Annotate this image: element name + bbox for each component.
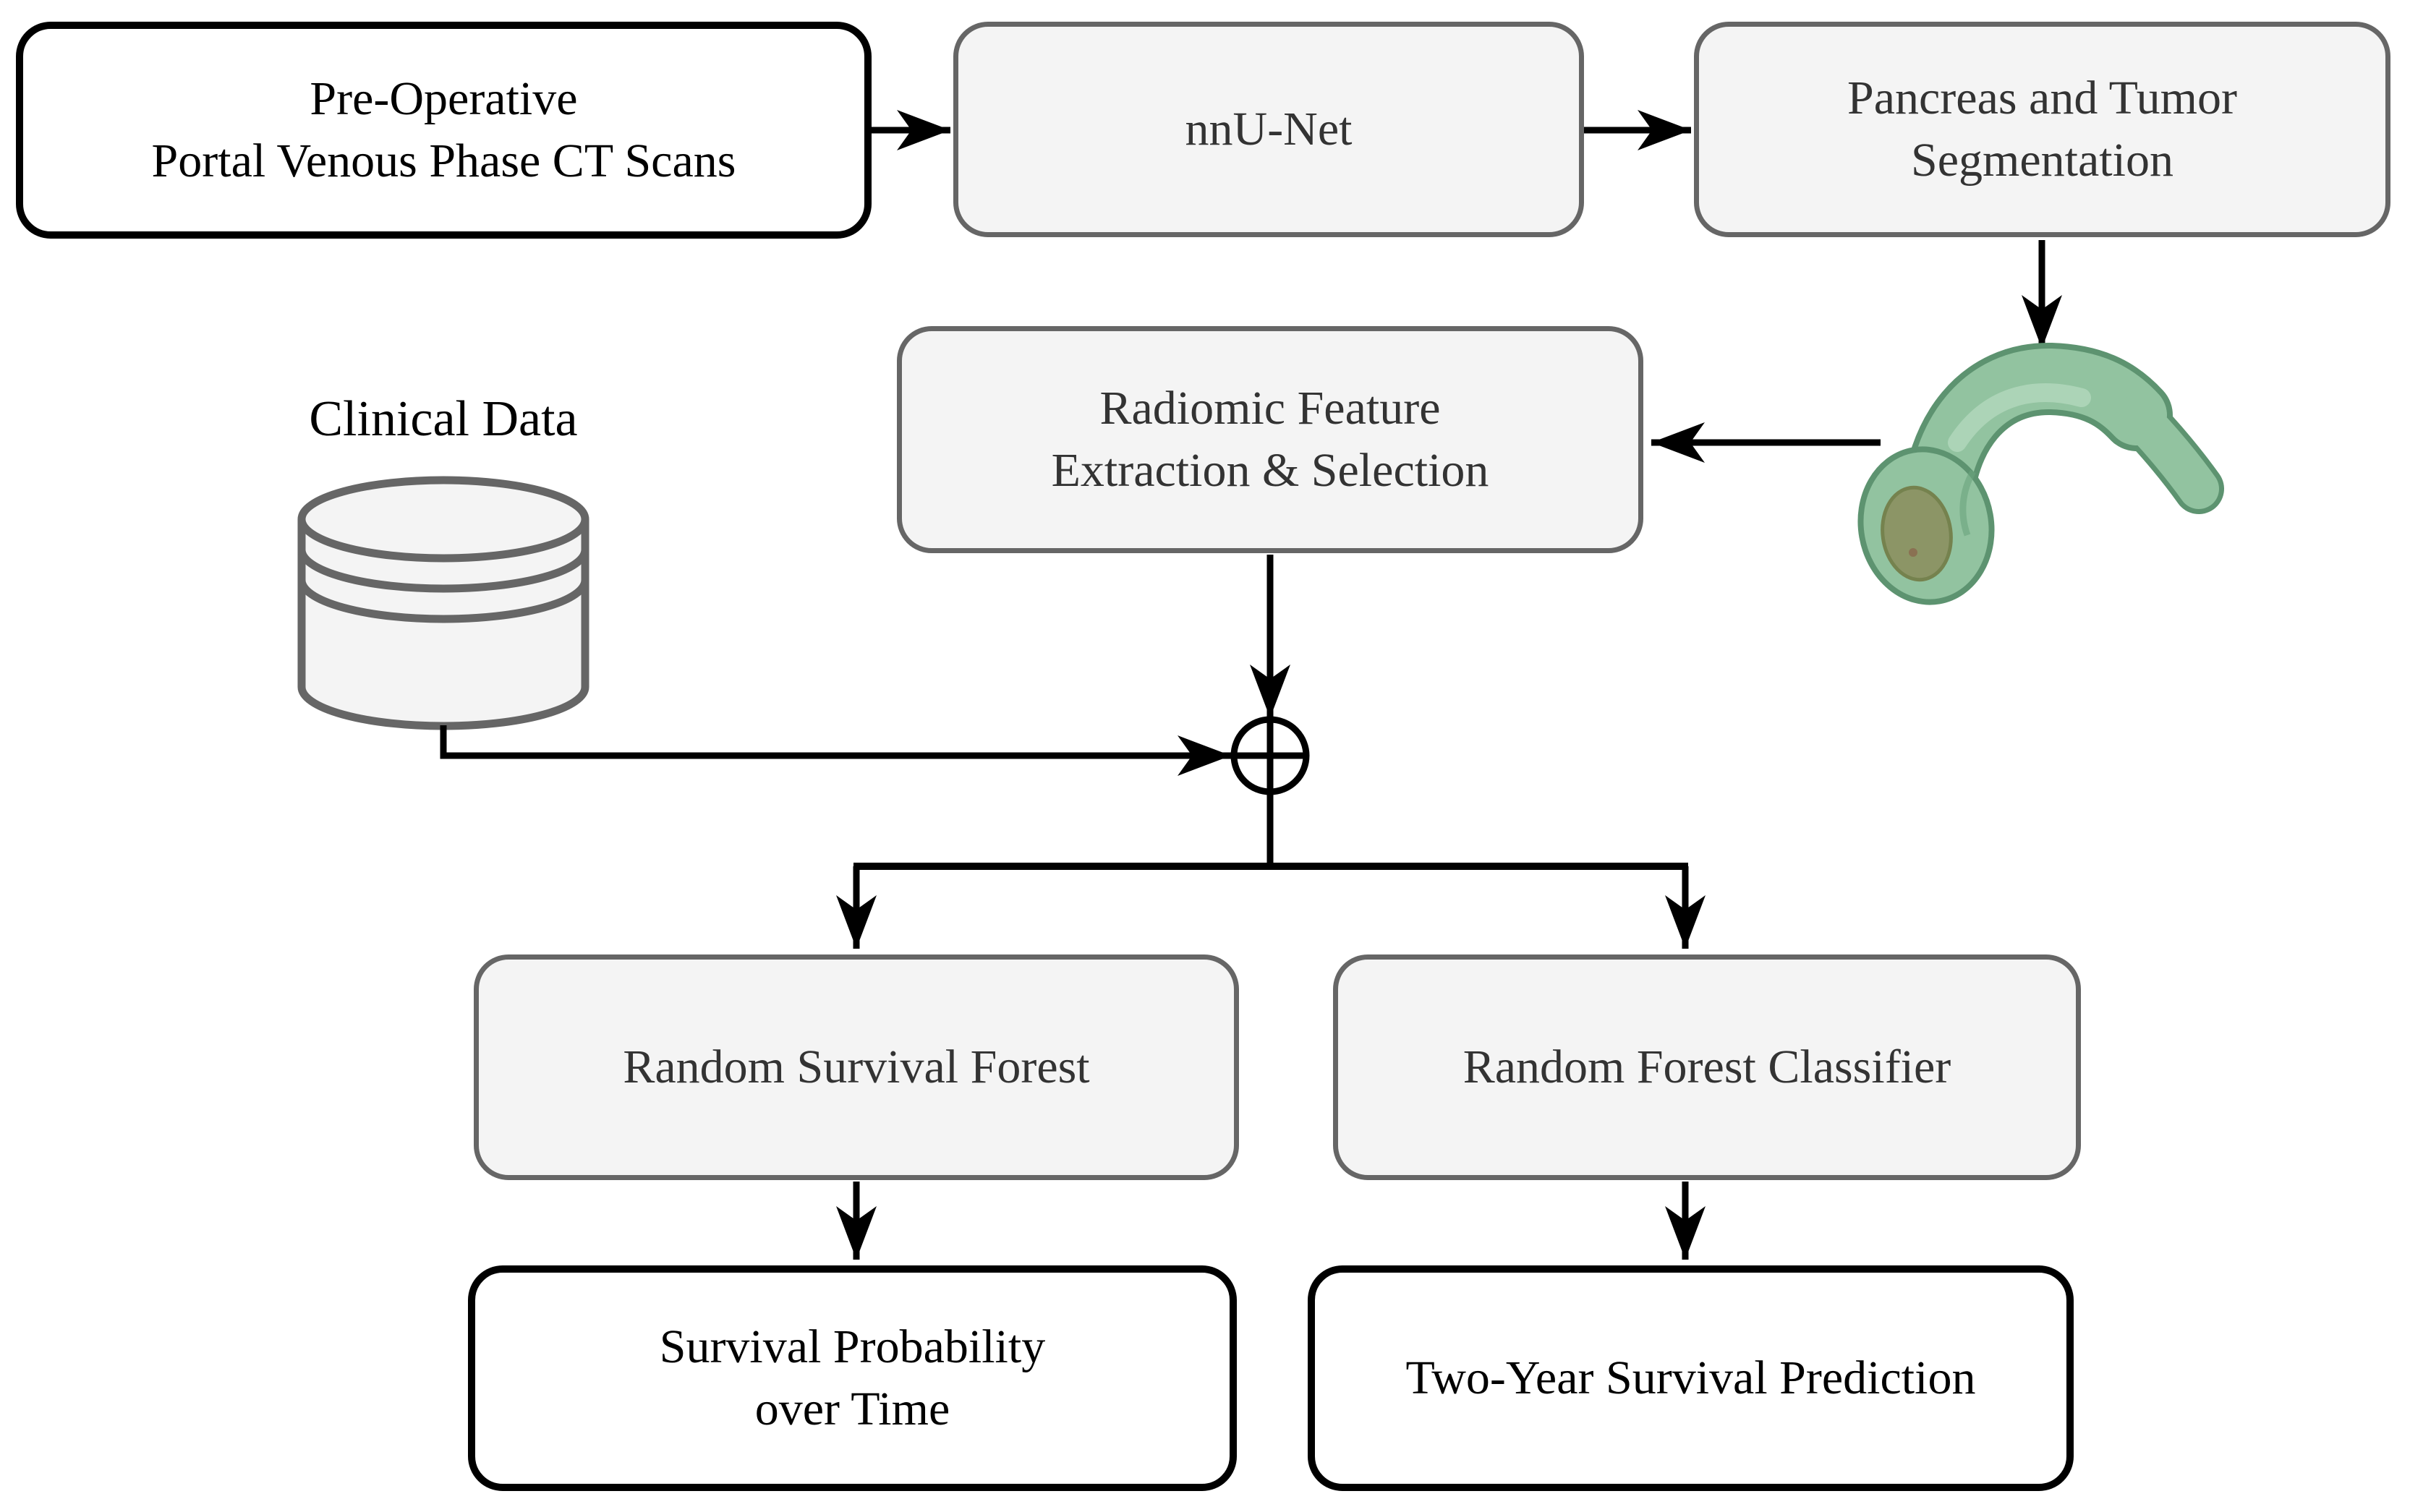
pancreas-highlight — [1948, 383, 2091, 452]
circle-plus-merge-icon — [1230, 716, 1310, 866]
node-survival-probability: Survival Probability over Time — [468, 1265, 1237, 1491]
node-random-survival-forest: Random Survival Forest — [474, 954, 1239, 1180]
pancreas-3d-segmentation-image — [1857, 343, 2224, 605]
node-ct-scans: Pre-Operative Portal Venous Phase CT Sca… — [16, 22, 872, 239]
node-radiomic-feature-extraction: Radiomic Feature Extraction & Selection — [897, 326, 1643, 553]
node-random-forest-classifier: Random Forest Classifier — [1333, 954, 2081, 1180]
node-pancreas-tumor-segmentation: Pancreas and Tumor Segmentation — [1694, 22, 2390, 237]
tumor-region — [1881, 485, 1953, 582]
node-two-year-prediction: Two-Year Survival Prediction — [1308, 1265, 2074, 1491]
database-cylinder-icon — [297, 476, 589, 730]
clinical-data-label: Clinical Data — [309, 391, 578, 447]
node-nnunet: nnU-Net — [953, 22, 1584, 237]
arrow-clinical-to-merge — [440, 725, 1231, 776]
